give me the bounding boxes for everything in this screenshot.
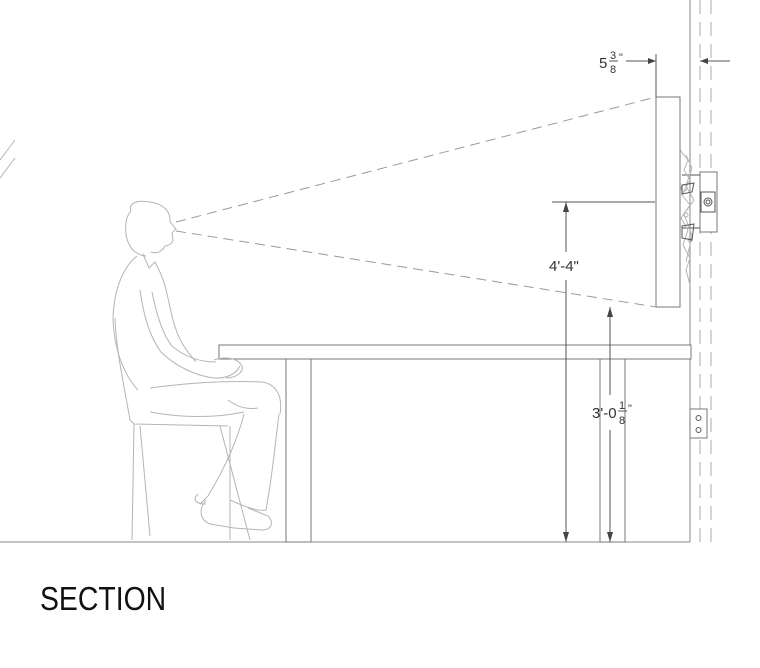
dimension-table-height [607,307,613,542]
sight-lines [175,96,657,308]
screen-height-label: 4'-4" [549,258,579,275]
wall-offset-unit: " [619,52,623,64]
wall-outlet [689,408,708,439]
stair-hatch [0,139,16,179]
wall-offset-den: 8 [610,64,616,76]
wall-mount-bracket [679,149,718,286]
table-height-num: 1 [619,400,625,412]
table-height-whole: 3'-0 [592,405,617,422]
seated-person [112,200,282,541]
table-height-den: 8 [619,415,625,427]
table [218,344,692,543]
section-title: SECTION [40,580,167,617]
table-height-unit: " [628,403,632,415]
wall [689,0,712,542]
wall-offset-whole: 5 [599,55,607,72]
wall-offset-num: 3 [610,50,616,62]
dimension-wall-offset [626,54,730,97]
dimension-screen-height [552,201,655,542]
screen [655,96,681,308]
